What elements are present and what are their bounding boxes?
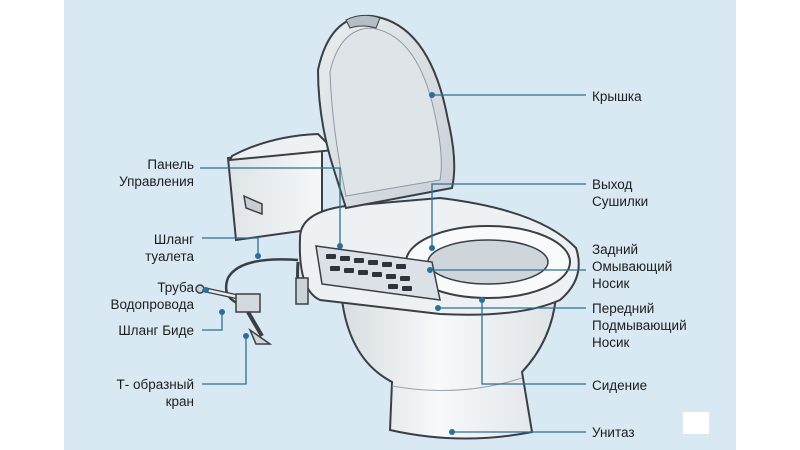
plumbing: [195, 258, 309, 345]
leader-tee-valve: [202, 336, 247, 385]
leader-lines: [200, 94, 586, 433]
leader-dryer-outlet: [431, 183, 586, 248]
leader-dots: [203, 92, 485, 435]
label-dryer-outlet: Выход Сушилки: [592, 177, 649, 209]
leader-control-panel: [200, 167, 341, 246]
label-bowl: Унитаз: [592, 425, 635, 440]
label-water-pipe: Труба Водопровода: [110, 280, 194, 312]
toilet-lid: [316, 14, 456, 210]
toilet-bowl: [340, 294, 558, 440]
label-seat: Сидение: [592, 378, 648, 393]
label-control-panel: Панель Управления: [119, 157, 194, 189]
leader-toilet-hose: [202, 237, 259, 256]
label-tee-valve: Т- образный кран: [116, 377, 195, 409]
label-cover: Крышка: [592, 89, 642, 104]
label-front-nozzle: Передний Подмывающий Носик: [592, 301, 687, 350]
corner-patch: [683, 412, 709, 434]
leader-seat: [481, 300, 586, 385]
label-bidet-hose: Шланг Биде: [118, 323, 194, 338]
label-toilet-hose: Шланг туалета: [145, 232, 194, 264]
seat-unit: [298, 196, 580, 316]
leader-bidet-hose: [202, 312, 223, 331]
label-rear-nozzle: Задний Омывающий Носик: [592, 242, 673, 291]
